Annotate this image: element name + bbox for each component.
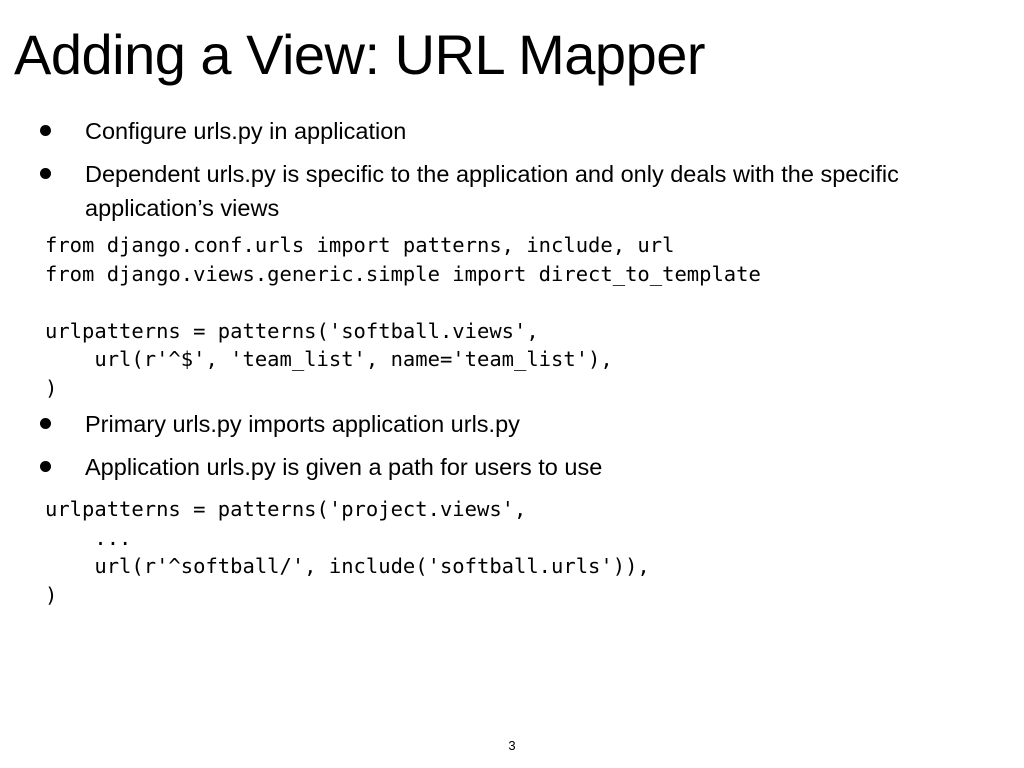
bullet-list-top: Configure urls.py in application Depende…	[0, 114, 985, 234]
code-block-project-urls: urlpatterns = patterns('project.views', …	[45, 497, 650, 607]
bullet-text: Primary urls.py imports application urls…	[85, 411, 520, 437]
page-number: 3	[508, 738, 516, 753]
slide-title: Adding a View: URL Mapper	[14, 23, 706, 86]
bullet-text: Dependent urls.py is specific to the app…	[85, 161, 899, 221]
bullet-text: Configure urls.py in application	[85, 118, 407, 144]
bullet-item: Application urls.py is given a path for …	[0, 450, 985, 484]
bullet-item: Dependent urls.py is specific to the app…	[0, 157, 985, 225]
bullet-text: Application urls.py is given a path for …	[85, 454, 603, 480]
bullet-dot-icon	[40, 168, 51, 179]
code-block-app-urls: from django.conf.urls import patterns, i…	[45, 233, 761, 400]
bullet-dot-icon	[40, 125, 51, 136]
bullet-dot-icon	[40, 461, 51, 472]
bullet-dot-icon	[40, 418, 51, 429]
bullet-item: Primary urls.py imports application urls…	[0, 407, 985, 441]
bullet-item: Configure urls.py in application	[0, 114, 985, 148]
bullet-list-bottom: Primary urls.py imports application urls…	[0, 407, 985, 493]
